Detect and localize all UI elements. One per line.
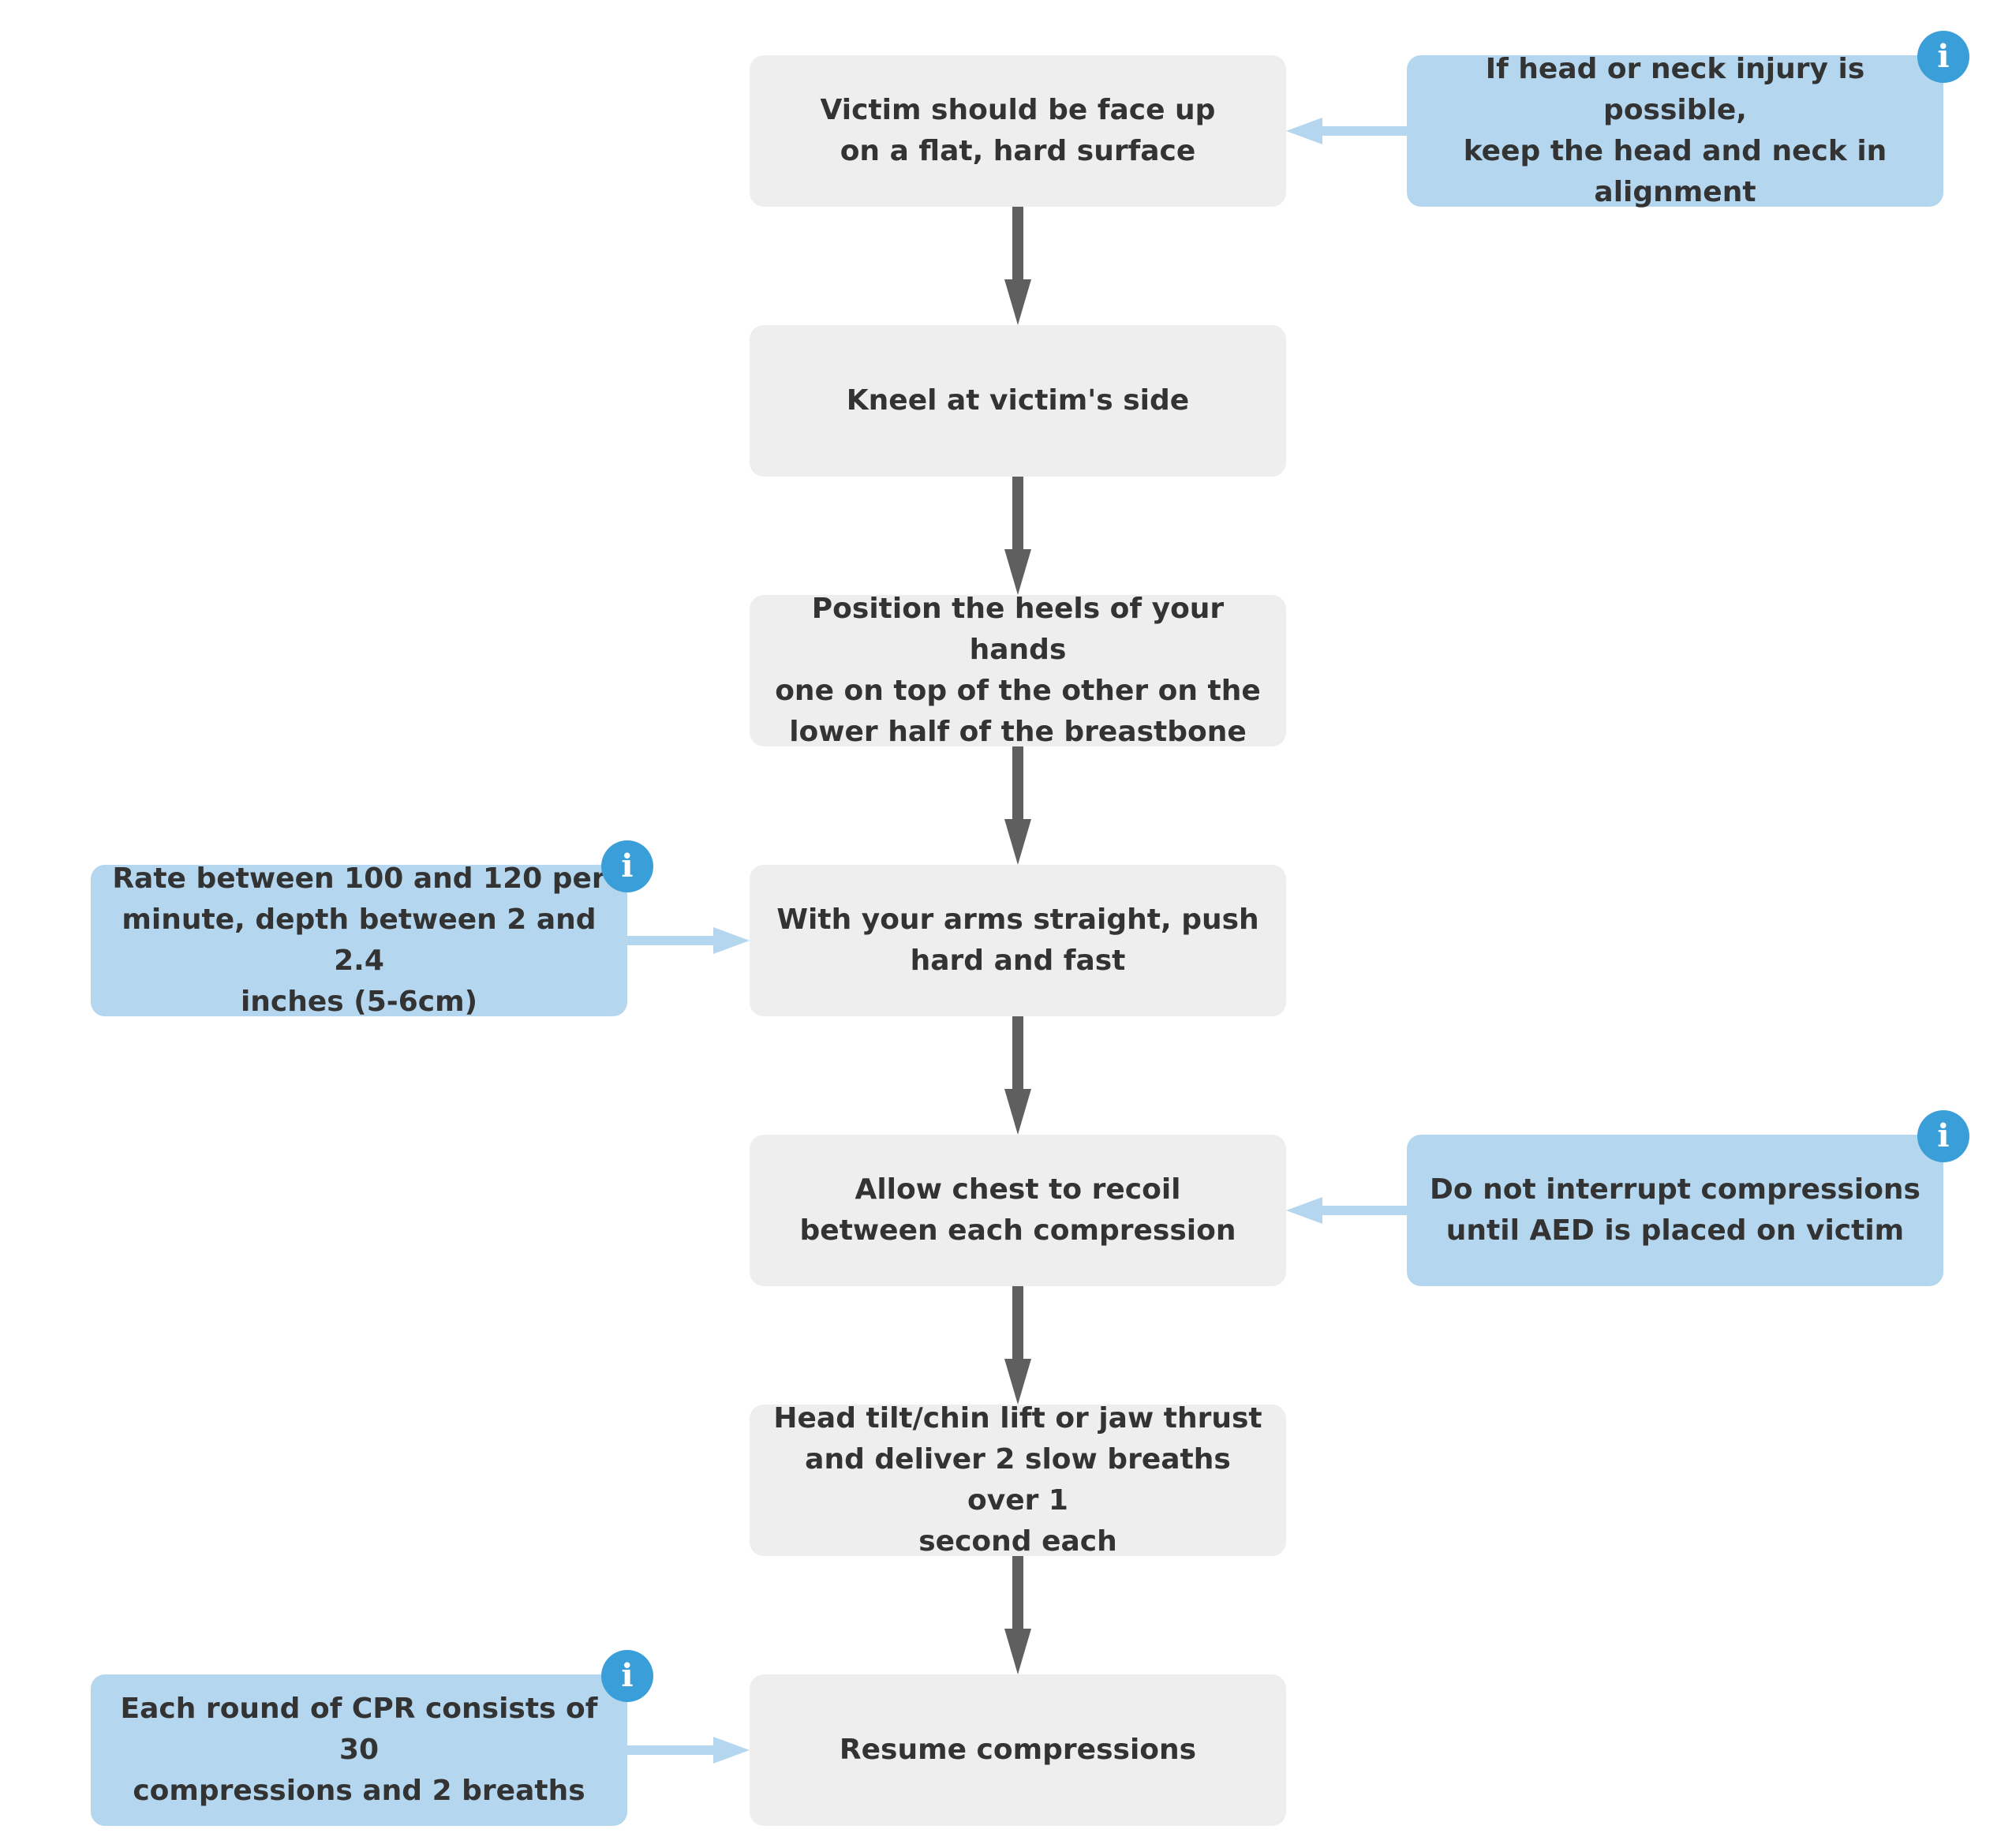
info-icon: i bbox=[601, 840, 653, 892]
step-text: Kneel at victim's side bbox=[846, 384, 1190, 417]
step-box-6: Head tilt/chin lift or jaw thrust and de… bbox=[750, 1402, 1286, 1558]
note-arrow-head bbox=[713, 927, 750, 954]
step-text: Position the heels of your hands one on … bbox=[775, 593, 1261, 748]
step-box-1: Victim should be face up on a flat, hard… bbox=[750, 55, 1286, 207]
flow-arrow-head bbox=[1004, 549, 1031, 595]
step-box-4: With your arms straight, push hard and f… bbox=[750, 865, 1286, 1016]
info-icon-glyph: i bbox=[1937, 1117, 1950, 1154]
info-icon-glyph: i bbox=[621, 1657, 634, 1694]
info-note-text: Each round of CPR consists of 30 compres… bbox=[120, 1693, 598, 1807]
flow-arrow-head bbox=[1004, 819, 1031, 865]
info-icon: i bbox=[1917, 1110, 1969, 1162]
step-text: With your arms straight, push hard and f… bbox=[776, 903, 1259, 977]
info-note-text: Do not interrupt compressions until AED … bbox=[1429, 1173, 1920, 1247]
flow-arrow-head bbox=[1004, 279, 1031, 325]
info-note-3: Do not interrupt compressions until AED … bbox=[1407, 1135, 1943, 1286]
note-arrow-head bbox=[1286, 118, 1322, 144]
step-text: Resume compressions bbox=[839, 1734, 1197, 1766]
info-icon: i bbox=[1917, 31, 1969, 83]
step-text: Head tilt/chin lift or jaw thrust and de… bbox=[773, 1402, 1262, 1558]
info-note-1: If head or neck injury is possible, keep… bbox=[1407, 53, 1943, 208]
flow-arrow-head bbox=[1004, 1629, 1031, 1674]
info-icon-glyph: i bbox=[1937, 38, 1950, 75]
info-note-4: Each round of CPR consists of 30 compres… bbox=[91, 1674, 627, 1826]
info-note-text: Rate between 100 and 120 per minute, dep… bbox=[112, 862, 606, 1018]
note-arrow-head bbox=[713, 1737, 750, 1764]
step-text: Victim should be face up on a flat, hard… bbox=[820, 94, 1216, 167]
step-box-3: Position the heels of your hands one on … bbox=[750, 593, 1286, 748]
note-arrow-head bbox=[1286, 1197, 1322, 1224]
info-icon: i bbox=[601, 1650, 653, 1702]
flow-arrow-head bbox=[1004, 1359, 1031, 1405]
step-box-7: Resume compressions bbox=[750, 1674, 1286, 1826]
info-icon-glyph: i bbox=[621, 847, 634, 885]
flow-arrow-head bbox=[1004, 1089, 1031, 1135]
info-note-text: If head or neck injury is possible, keep… bbox=[1463, 53, 1887, 208]
info-note-2: Rate between 100 and 120 per minute, dep… bbox=[91, 862, 627, 1018]
step-box-5: Allow chest to recoil between each compr… bbox=[750, 1135, 1286, 1286]
step-box-2: Kneel at victim's side bbox=[750, 325, 1286, 477]
step-text: Allow chest to recoil between each compr… bbox=[799, 1173, 1236, 1247]
